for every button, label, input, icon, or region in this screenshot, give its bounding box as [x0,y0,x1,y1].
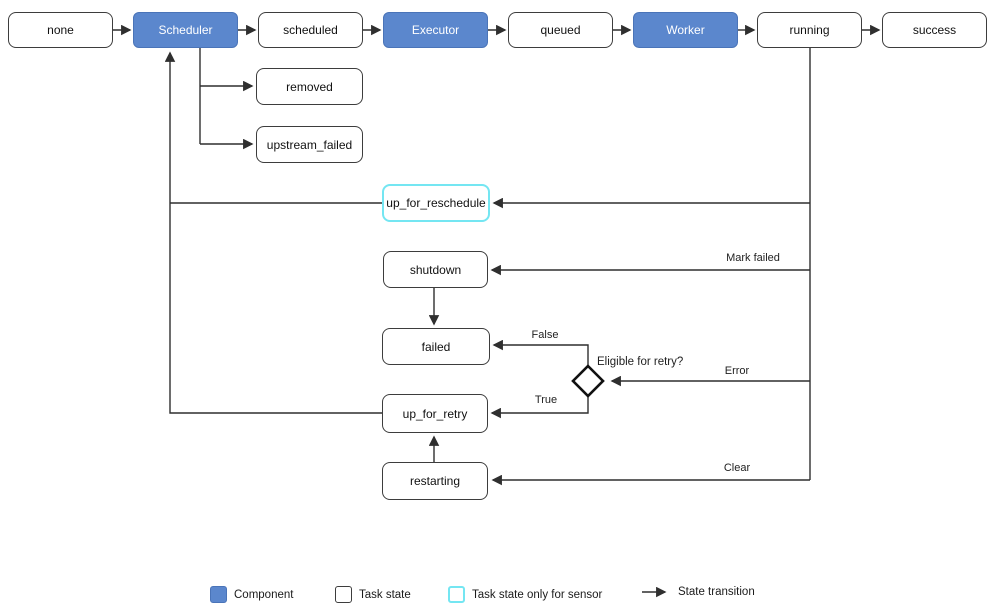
task-state-swatch-icon [335,586,352,603]
connector-decision-up-for-retry-true [490,397,589,419]
node-scheduled: scheduled [258,12,363,48]
node-executor: Executor [383,12,488,48]
node-up-for-retry: up_for_retry [382,394,488,433]
node-success: success [882,12,987,48]
connector-up-for-retry-feedback [164,51,382,414]
transition-arrow-icon [642,586,667,598]
legend-label-task-state: Task state [359,588,411,601]
decision-diamond [571,364,605,398]
edge-label-clear: Clear [723,462,751,474]
node-up-for-reschedule: up_for_reschedule [382,184,490,222]
legend-item-task-state-sensor: Task state only for sensor [448,586,602,603]
node-restarting: restarting [382,462,488,500]
node-worker: Worker [633,12,738,48]
connector-decision-failed-false [492,339,589,366]
node-failed: failed [382,328,490,365]
node-none: none [8,12,113,48]
legend-label-state-transition: State transition [678,586,755,598]
edge-label-false: False [531,329,559,341]
node-shutdown: shutdown [383,251,488,288]
node-scheduler: Scheduler [133,12,238,48]
legend-label-component: Component [234,588,294,601]
node-running: running [757,12,862,48]
edge-label-mark-failed: Mark failed [726,252,780,264]
edge-label-error: Error [724,365,750,377]
legend-label-task-state-sensor: Task state only for sensor [472,588,603,601]
legend-item-state-transition: State transition [641,586,755,598]
legend-item-task-state: Task state [335,586,411,603]
edge-label-true: True [534,394,558,406]
component-swatch-icon [210,586,227,603]
legend-item-component: Component [210,586,293,603]
legend: Component Task state Task state only for… [0,584,995,608]
decision-label: Eligible for retry? [597,356,684,368]
node-removed: removed [256,68,363,105]
node-upstream-failed: upstream_failed [256,126,363,163]
sensor-state-swatch-icon [448,586,465,603]
node-queued: queued [508,12,613,48]
